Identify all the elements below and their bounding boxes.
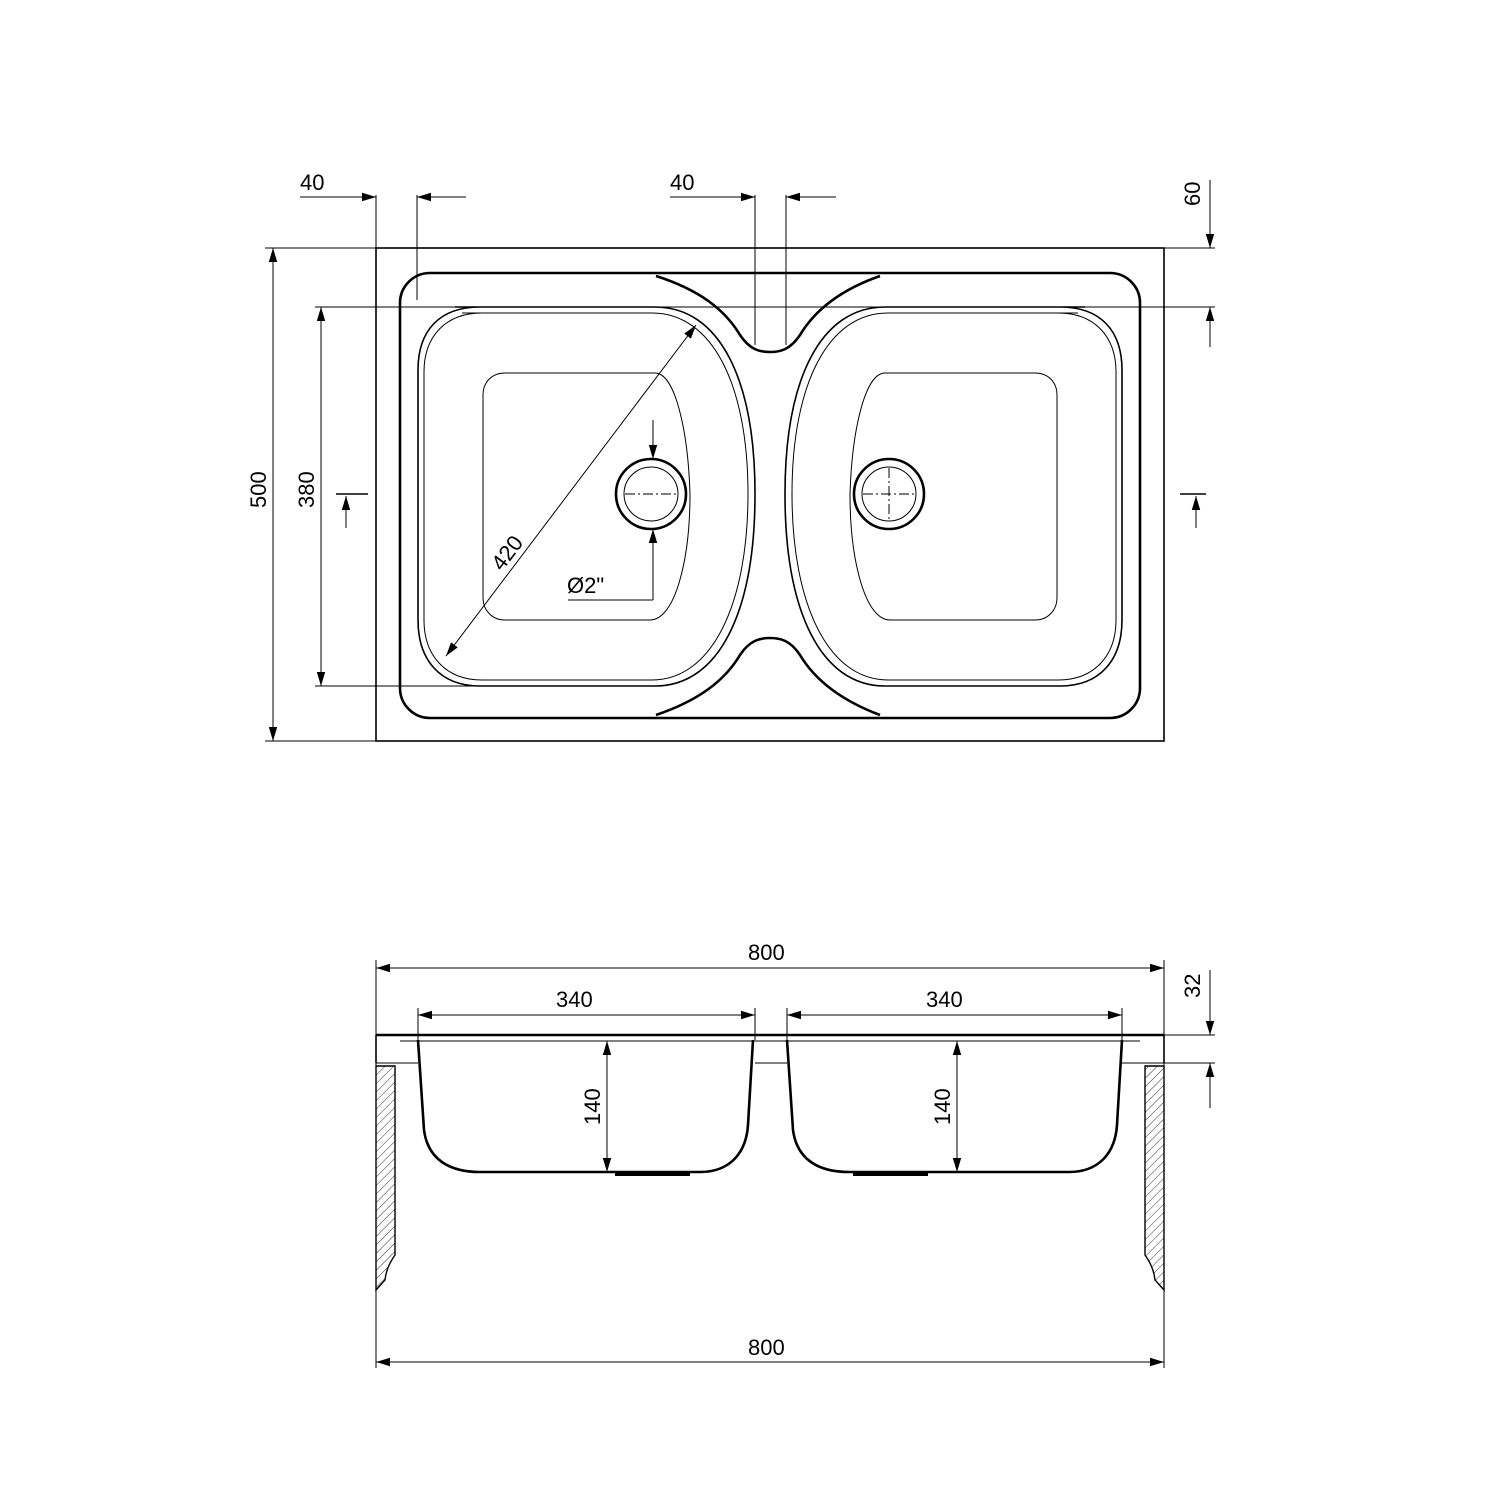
side-view: 800 340 340 140 140 (375, 940, 1215, 1368)
left-drain (614, 457, 688, 531)
dim-rim-height-label: 32 (1180, 974, 1205, 998)
dim-total-depth-label: 500 (246, 471, 271, 508)
section-mark-left (336, 493, 368, 528)
dim-bridge-label: 40 (670, 170, 694, 195)
dim-bowl-left-width-label: 340 (556, 987, 593, 1012)
dim-bottom-width-label: 800 (748, 1335, 785, 1360)
dim-bridge: 40 (670, 170, 836, 345)
dim-rim-top-label: 60 (1180, 182, 1205, 206)
top-view: 40 40 60 500 380 420 (246, 170, 1215, 742)
right-drain-section (853, 1172, 928, 1176)
dim-bowl-depth: 380 (294, 307, 500, 687)
dim-rim-left-label: 40 (300, 170, 324, 195)
left-cabinet-wall-section (375, 1065, 396, 1292)
sink-outline (375, 247, 1165, 742)
bridge-bottom-curve (655, 636, 881, 717)
right-drain (852, 457, 926, 531)
dim-bowl-left-width: 340 (417, 987, 756, 1040)
dim-bowl-depth-label: 380 (294, 471, 319, 508)
section-mark-right (1180, 493, 1206, 528)
dim-rim-top: 60 (315, 180, 1215, 347)
bridge-top-curve (655, 274, 881, 354)
left-drain-section (615, 1172, 690, 1176)
dim-rim-height: 32 (1180, 970, 1215, 1108)
dim-bowl-left-height-label: 140 (580, 1088, 605, 1125)
left-bowl-section (416, 1039, 755, 1174)
inner-rim (398, 271, 1142, 720)
right-cabinet-wall-section (1144, 1065, 1165, 1292)
dim-rim-left: 40 (300, 170, 466, 300)
dim-bowl-right-height-label: 140 (930, 1088, 955, 1125)
dim-total-depth: 500 (246, 247, 376, 742)
dim-drain-label: Ø2" (567, 573, 604, 598)
right-bowl-section (785, 1039, 1124, 1174)
dim-drain: Ø2" (567, 420, 658, 601)
dim-bowl-right-width: 340 (786, 987, 1123, 1040)
dim-bowl-diagonal-label: 420 (486, 531, 528, 575)
left-bowl (417, 306, 756, 687)
dim-top-width-label: 800 (748, 940, 785, 965)
dim-bowl-right-height: 140 (930, 1041, 962, 1172)
dim-bowl-right-width-label: 340 (926, 987, 963, 1012)
dim-bowl-left-height: 140 (580, 1041, 612, 1172)
right-bowl (784, 306, 1123, 687)
